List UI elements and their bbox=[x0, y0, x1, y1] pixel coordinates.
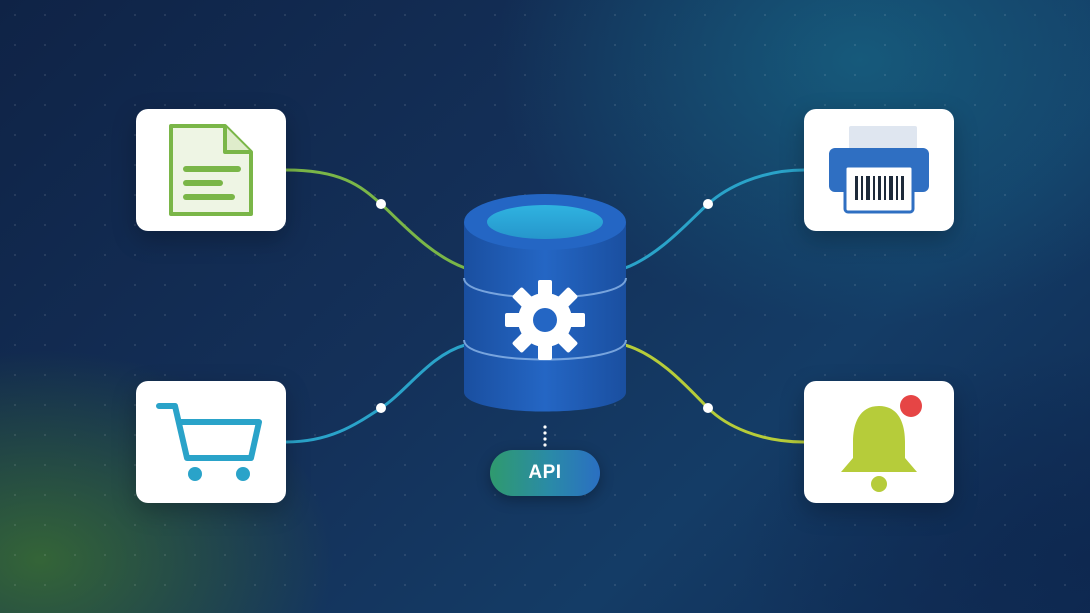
connector-printer bbox=[624, 168, 805, 270]
connector-document bbox=[285, 168, 466, 270]
connector-dot-document bbox=[376, 199, 386, 209]
connector-dot-bell bbox=[703, 403, 713, 413]
printer-card bbox=[804, 109, 954, 231]
bell-card bbox=[804, 381, 954, 503]
connector-bell bbox=[624, 343, 805, 444]
notification-bell-icon bbox=[841, 395, 922, 492]
barcode-printer-icon bbox=[829, 126, 929, 214]
shopping-cart-icon bbox=[156, 403, 262, 481]
connector-dot-cart bbox=[376, 403, 386, 413]
database-gear-icon bbox=[463, 194, 627, 412]
document-icon bbox=[169, 124, 253, 216]
api-badge: API bbox=[490, 450, 600, 496]
api-label: API bbox=[528, 462, 562, 483]
cart-card bbox=[136, 381, 286, 503]
notification-badge-icon bbox=[900, 395, 922, 417]
connector-dot-printer bbox=[703, 199, 713, 209]
connector-cart bbox=[285, 343, 466, 444]
document-card bbox=[136, 109, 286, 231]
api-connector-dots bbox=[543, 425, 547, 447]
